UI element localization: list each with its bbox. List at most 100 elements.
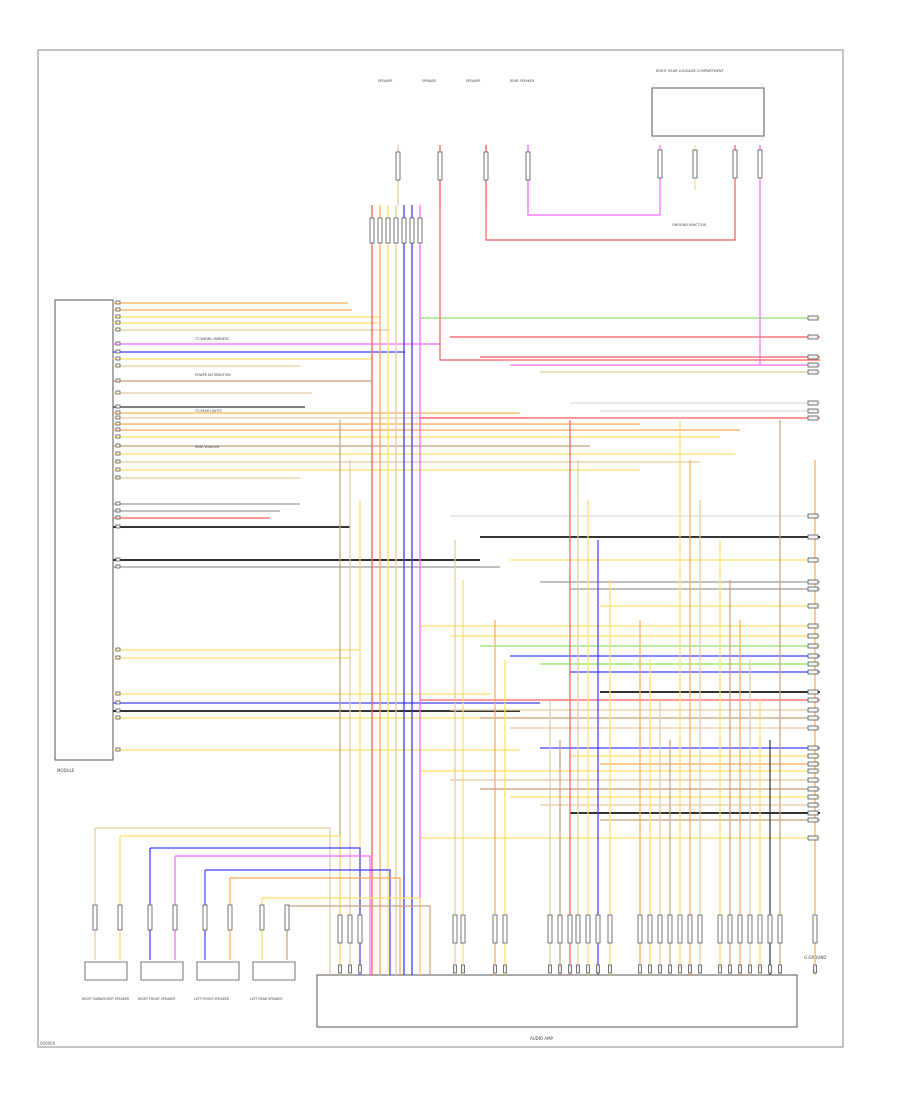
bottom-speaker-label: RIGHT FRONT SPEAKER bbox=[138, 997, 176, 1001]
amp-pin bbox=[638, 964, 642, 974]
module-pin bbox=[115, 300, 121, 305]
left-module-box bbox=[54, 299, 114, 761]
amp-pin bbox=[576, 964, 580, 974]
left-annotation: REAR WINDOW bbox=[195, 445, 220, 449]
speaker-connector bbox=[92, 904, 98, 931]
bundle-connector bbox=[417, 217, 423, 244]
amp-connector bbox=[667, 914, 673, 944]
right-pin bbox=[807, 400, 819, 406]
right-pin bbox=[807, 369, 819, 375]
amp-connector bbox=[637, 914, 643, 944]
amp-connector bbox=[697, 914, 703, 944]
amp-pin bbox=[586, 964, 590, 974]
module-pin bbox=[115, 421, 121, 426]
bundle-connector bbox=[377, 217, 383, 244]
module-pin bbox=[115, 404, 121, 409]
right-pin bbox=[807, 786, 819, 792]
module-pin bbox=[115, 363, 121, 368]
module-pin bbox=[115, 515, 121, 520]
module-pin bbox=[115, 451, 121, 456]
top-right-module-label: RIGHT REAR LUGGAGE COMPARTMENT bbox=[656, 69, 724, 73]
speaker-route-2-0 bbox=[205, 869, 391, 975]
amp-connector bbox=[547, 914, 553, 944]
bundle-connector bbox=[401, 217, 407, 244]
amp-pin bbox=[548, 964, 552, 974]
right-pin bbox=[807, 586, 819, 592]
speaker-route-0-0 bbox=[95, 827, 331, 975]
speaker-connector bbox=[117, 904, 123, 931]
module-pin bbox=[115, 647, 121, 652]
bundle-connector bbox=[409, 217, 415, 244]
speaker-route-2-1 bbox=[230, 877, 401, 975]
amp-connector bbox=[452, 914, 458, 944]
right-pin bbox=[807, 415, 819, 421]
amp-pin bbox=[493, 964, 497, 974]
amp-pin bbox=[698, 964, 702, 974]
module-pin bbox=[115, 356, 121, 361]
bundle-connector bbox=[369, 217, 375, 244]
speaker-box bbox=[84, 961, 128, 981]
right-pin bbox=[807, 777, 819, 783]
module-pin bbox=[115, 443, 121, 448]
module-pin bbox=[115, 691, 121, 696]
top-right-sub-label: GROUND JUNCTION bbox=[672, 223, 706, 227]
module-pin bbox=[115, 715, 121, 720]
amp-connector bbox=[677, 914, 683, 944]
amp-pin bbox=[453, 964, 457, 974]
audio-amp-label: AUDIO AMP bbox=[530, 1036, 554, 1041]
module-connector bbox=[657, 149, 663, 179]
amp-pin bbox=[728, 964, 732, 974]
right-pin bbox=[807, 334, 819, 340]
amp-connector bbox=[737, 914, 743, 944]
wire-route-2 bbox=[485, 145, 736, 241]
module-pin bbox=[115, 467, 121, 472]
right-pin bbox=[807, 354, 819, 360]
amp-pin bbox=[568, 964, 572, 974]
left-annotation: TO REAR LIGHTS bbox=[194, 409, 222, 413]
module-pin bbox=[115, 410, 121, 415]
speaker-connector bbox=[259, 904, 265, 931]
module-pin bbox=[115, 314, 121, 319]
module-pin bbox=[115, 557, 121, 562]
right-pin bbox=[807, 817, 819, 823]
right-pin bbox=[807, 661, 819, 667]
right-pin bbox=[807, 315, 819, 321]
amp-connector bbox=[567, 914, 573, 944]
amp-pin bbox=[738, 964, 742, 974]
left-module-label: MODULE bbox=[57, 768, 75, 773]
amp-connector bbox=[557, 914, 563, 944]
bundle-connector bbox=[393, 217, 399, 244]
right-pin bbox=[807, 653, 819, 659]
top-component-connector bbox=[395, 151, 401, 181]
module-pin bbox=[115, 459, 121, 464]
right-pin bbox=[807, 810, 819, 816]
top-component-label: SPEAKER bbox=[378, 79, 393, 83]
module-pin bbox=[115, 508, 121, 513]
speaker-route-3-0 bbox=[262, 897, 421, 975]
module-pin bbox=[115, 475, 121, 480]
module-pin bbox=[115, 378, 121, 383]
top-component-connector bbox=[437, 151, 443, 181]
amp-connector bbox=[575, 914, 581, 944]
top-component-connector bbox=[483, 151, 489, 181]
module-pin bbox=[115, 501, 121, 506]
right-pin bbox=[807, 802, 819, 808]
right-pin bbox=[807, 579, 819, 585]
right-pin bbox=[807, 603, 819, 609]
amp-connector bbox=[747, 914, 753, 944]
module-pin bbox=[115, 747, 121, 752]
bottom-speaker-label: RIGHT SUBWOOFER SPEAKER bbox=[82, 997, 130, 1001]
amp-pin bbox=[668, 964, 672, 974]
wire-group bbox=[94, 145, 820, 975]
amp-connector bbox=[595, 914, 601, 944]
diagram-frame bbox=[37, 49, 844, 1048]
module-pin bbox=[115, 341, 121, 346]
amp-connector bbox=[585, 914, 591, 944]
amp-pin bbox=[461, 964, 465, 974]
module-pin bbox=[115, 564, 121, 569]
right-pin bbox=[807, 689, 819, 695]
amp-pin bbox=[658, 964, 662, 974]
left-annotation: POWER DISTRIBUTION bbox=[195, 373, 231, 377]
